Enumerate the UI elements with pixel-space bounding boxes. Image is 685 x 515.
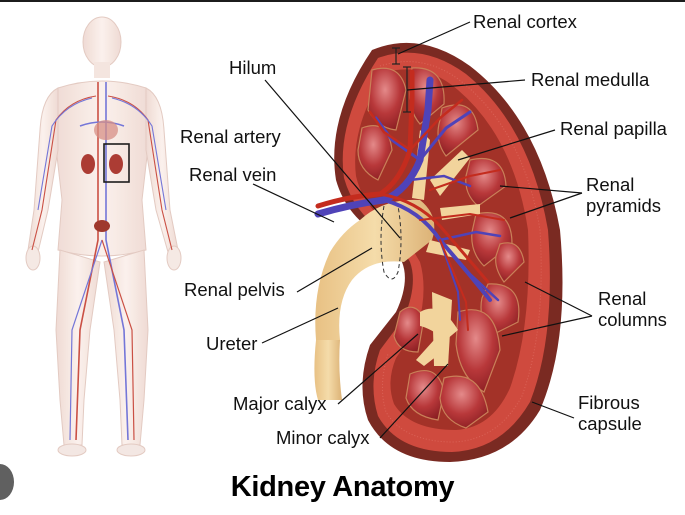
top-border — [0, 0, 685, 2]
label-renal-pyramids-line1: Renal — [586, 174, 635, 195]
label-renal-pelvis: Renal pelvis — [184, 279, 285, 300]
label-renal-columns-line2: columns — [598, 309, 667, 330]
label-major-calyx: Major calyx — [233, 393, 327, 414]
human-body-figure — [25, 16, 182, 457]
leader-lines — [252, 21, 593, 439]
label-fibrous-capsule-line1: Fibrous — [578, 392, 640, 413]
label-renal-vein: Renal vein — [189, 164, 277, 185]
label-renal-columns-line1: Renal — [598, 288, 647, 309]
label-renal-artery: Renal artery — [180, 126, 281, 147]
label-renal-medulla: Renal medulla — [531, 69, 650, 90]
label-renal-papilla: Renal papilla — [560, 118, 667, 139]
label-ureter: Ureter — [206, 333, 258, 354]
kidney-location-box — [103, 143, 130, 183]
diagram-title: Kidney Anatomy — [230, 471, 455, 503]
label-fibrous-capsule-line2: capsule — [578, 413, 642, 434]
label-hilum: Hilum — [229, 57, 277, 78]
label-minor-calyx: Minor calyx — [276, 427, 370, 448]
kidney-cross-section — [314, 42, 563, 462]
scroll-button[interactable] — [0, 464, 14, 500]
label-renal-pyramids-line2: pyramids — [586, 195, 662, 216]
label-renal-cortex: Renal cortex — [473, 11, 577, 32]
